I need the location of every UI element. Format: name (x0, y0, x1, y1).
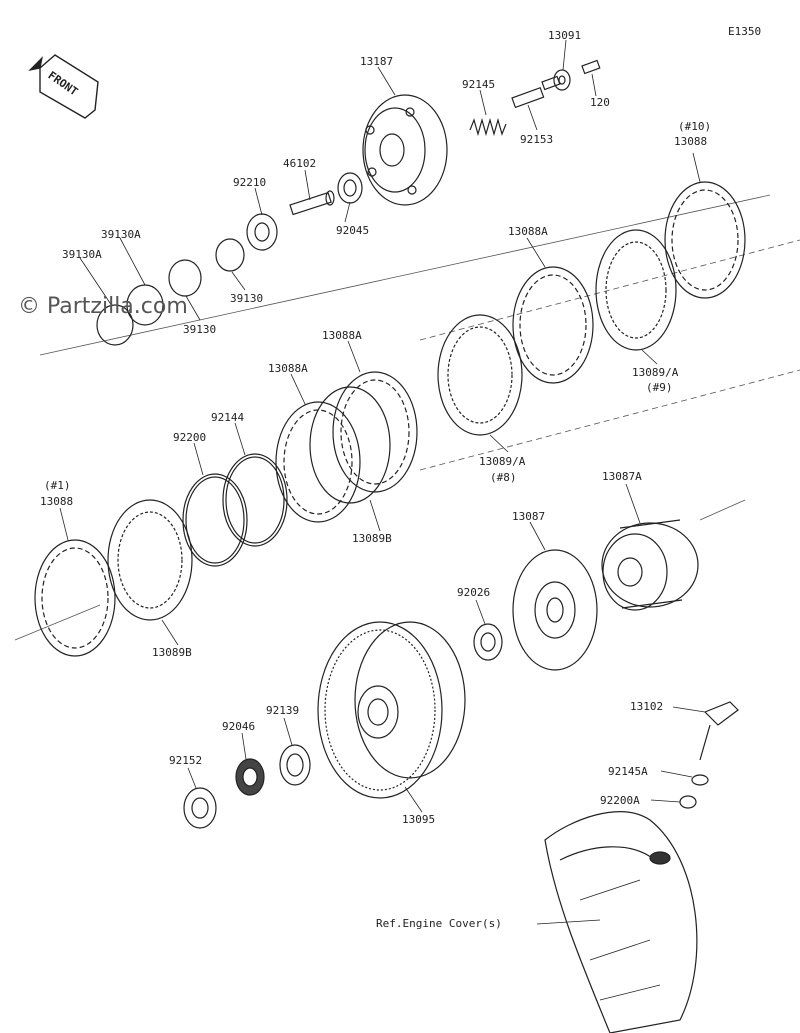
part-label-13089A-9[interactable]: 13089/A (632, 366, 679, 379)
alignment-lines (14, 194, 800, 641)
part-label-92139[interactable]: 92139 (266, 704, 300, 717)
friction-plate-13088A-upper (512, 266, 594, 384)
bolt-92153 (511, 75, 561, 109)
plate-stack-13088A (275, 371, 418, 523)
ring-92144 (222, 453, 288, 547)
part-label-13088-10[interactable]: 13088 (674, 135, 708, 148)
part-label-13088A-2[interactable]: 13088A (322, 329, 362, 342)
friction-plate-13088-10 (664, 181, 746, 299)
clutch-housing-13095 (317, 621, 466, 799)
part-label-13089A-8[interactable]: 13089/A (479, 455, 526, 468)
part-label-13088-1-tag: (#1) (44, 479, 71, 492)
oring-92200A (679, 795, 697, 809)
engine-cover-reference (544, 811, 698, 1033)
part-label-92200A[interactable]: 92200A (600, 794, 640, 807)
part-label-13091[interactable]: 13091 (548, 29, 582, 42)
collar-92139 (279, 744, 311, 786)
part-label-92210[interactable]: 92210 (233, 176, 267, 189)
part-label-46102[interactable]: 46102 (283, 157, 317, 170)
part-label-13089B-2[interactable]: 13089B (152, 646, 192, 659)
part-label-13088A-3[interactable]: 13088A (268, 362, 308, 375)
part-label-92045[interactable]: 92045 (336, 224, 370, 237)
clutch-hub-13087A (601, 519, 699, 611)
steel-plate-13089A-8 (437, 314, 523, 436)
part-label-92152[interactable]: 92152 (169, 754, 203, 767)
part-label-13095[interactable]: 13095 (402, 813, 436, 826)
washer-13091 (553, 69, 571, 91)
part-label-92153[interactable]: 92153 (520, 133, 554, 146)
part-label-13088-10-tag: (#10) (678, 120, 712, 133)
part-label-92046[interactable]: 92046 (222, 720, 256, 733)
lever-13102 (699, 701, 739, 761)
part-label-39130-2[interactable]: 39130 (183, 323, 217, 336)
part-label-92026[interactable]: 92026 (457, 586, 491, 599)
bearing-92045 (337, 172, 363, 204)
pushrod-46102 (289, 190, 335, 216)
needle-bearing-92046 (235, 758, 265, 796)
part-label-120[interactable]: 120 (590, 96, 610, 109)
part-label-92144[interactable]: 92144 (211, 411, 245, 424)
steel-plate-13089B-lower (107, 499, 193, 621)
leader-lines (59, 39, 706, 925)
part-label-13089A-8-tag: (#8) (490, 471, 517, 484)
spring-seats-39130 (96, 238, 245, 346)
screw-120 (581, 59, 601, 75)
part-label-39130-1[interactable]: 39130 (230, 292, 264, 305)
part-label-13087A[interactable]: 13087A (602, 470, 642, 483)
ring-92200 (182, 473, 248, 567)
steel-plate-13089A-9 (595, 229, 677, 351)
part-label-13087[interactable]: 13087 (512, 510, 546, 523)
part-label-92145A[interactable]: 92145A (608, 765, 648, 778)
reference-note: Ref.Engine Cover(s) (376, 917, 502, 930)
part-label-92200[interactable]: 92200 (173, 431, 207, 444)
nut-92210 (246, 213, 278, 251)
pressure-plate-13187 (362, 94, 448, 206)
friction-plate-13088-1 (34, 539, 116, 657)
washer-92026 (473, 623, 503, 661)
watermark-text: © Partzilla.com (18, 294, 188, 319)
part-label-39130A-1[interactable]: 39130A (101, 228, 141, 241)
part-label-92145[interactable]: 92145 (462, 78, 496, 91)
sleeve-92152 (183, 787, 217, 829)
front-arrow-icon (28, 54, 99, 119)
spring-92145A (691, 774, 709, 786)
part-label-13089A-9-tag: (#9) (646, 381, 673, 394)
part-label-39130A-2[interactable]: 39130A (62, 248, 102, 261)
part-label-13102[interactable]: 13102 (630, 700, 664, 713)
diagram-code: E1350 (728, 25, 762, 38)
part-label-13088A-1[interactable]: 13088A (508, 225, 548, 238)
part-label-13187[interactable]: 13187 (360, 55, 394, 68)
part-label-13089B-1[interactable]: 13089B (352, 532, 392, 545)
spring-92145 (469, 117, 507, 137)
part-label-13088-1[interactable]: 13088 (40, 495, 74, 508)
plate-13087 (512, 549, 598, 671)
